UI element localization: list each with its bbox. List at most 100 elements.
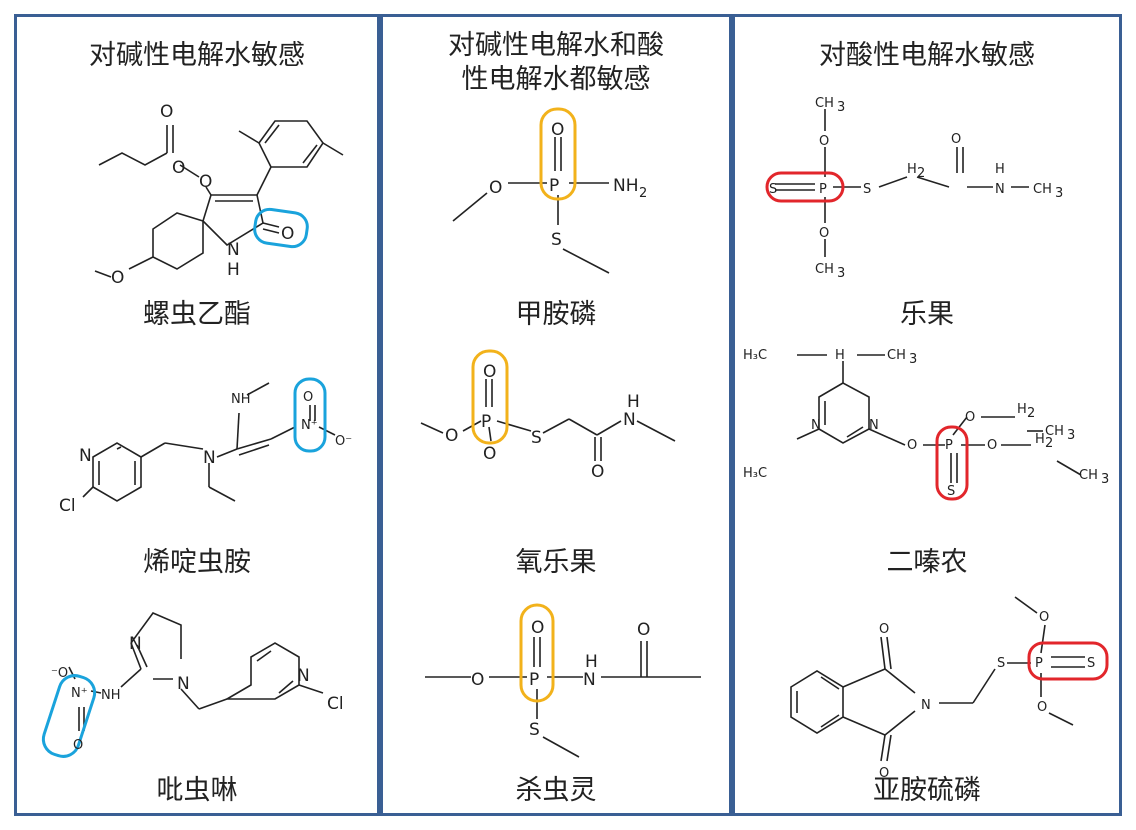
subscript-3: 3 — [1101, 472, 1109, 487]
atom-H: H — [227, 260, 240, 280]
atom-H: H — [1017, 402, 1027, 417]
atom-P: P — [549, 176, 559, 196]
subscript-2: 2 — [917, 166, 925, 181]
compound-name-acephate: 杀虫灵 — [515, 775, 597, 806]
subscript-3: 3 — [909, 352, 917, 367]
atom-O: O — [819, 226, 829, 241]
atom-Cl: Cl — [59, 496, 76, 516]
atom-CH: CH — [887, 348, 906, 363]
atom-N: N — [583, 670, 596, 690]
atom-O: O — [951, 132, 961, 147]
atom-P: P — [1035, 656, 1043, 671]
structure-phosmet: O N O S P S O O — [790, 596, 1109, 781]
compound-name-imidacloprid: 吡虫啉 — [156, 775, 238, 806]
atom-NH: NH — [231, 392, 251, 407]
atom-O: O — [551, 120, 564, 140]
atom-N: N — [811, 418, 821, 433]
atom-O: O — [73, 738, 83, 753]
P-O-highlight — [539, 107, 577, 201]
nitro-highlight — [293, 377, 327, 453]
atom-N: N — [129, 634, 142, 654]
compound-name-dimethoate: 乐果 — [900, 299, 954, 330]
atom-P: P — [819, 182, 827, 197]
atom-P: P — [945, 438, 953, 453]
atom-CH: CH — [815, 96, 834, 111]
atom-O: O — [483, 362, 496, 382]
atom-O: O — [907, 438, 917, 453]
atom-H: H — [907, 162, 917, 177]
panel-title: 对碱性电解水敏感 — [89, 40, 305, 71]
atom-O: O — [637, 620, 650, 640]
atom-O: O — [531, 618, 544, 638]
atom-O: O — [199, 172, 212, 192]
atom-O: O — [471, 670, 484, 690]
carbonyl-highlight — [253, 207, 309, 249]
atom-O: O — [879, 622, 889, 637]
atom-S: S — [1087, 656, 1095, 671]
atom-H: H — [835, 348, 845, 363]
compound-name-spirotetramat: 螺虫乙酯 — [143, 299, 251, 330]
atom-O: O — [1037, 700, 1047, 715]
atom-S: S — [863, 182, 871, 197]
atom-O: O — [1039, 610, 1049, 625]
atom-S: S — [997, 656, 1005, 671]
atom-P: P — [481, 412, 491, 432]
atom-N: N — [177, 674, 190, 694]
atom-N: N — [297, 666, 310, 686]
atom-N: N — [623, 410, 636, 430]
P-S-highlight — [1027, 641, 1109, 681]
atom-minus-O: ⁻O — [51, 666, 68, 681]
atom-CH: CH — [815, 262, 834, 277]
phosmet-bonds — [790, 596, 1085, 762]
compound-name-diazinon: 二嗪农 — [886, 547, 968, 578]
omethoate-bonds — [420, 379, 676, 461]
atom-H: H — [1035, 432, 1045, 447]
panel-both-sensitive: 对碱性电解水和酸 性电解水都敏感 O P O S NH 2 甲胺磷 — [380, 14, 732, 816]
atom-O: O — [987, 438, 997, 453]
P-O-highlight — [519, 603, 555, 703]
atom-N-plus: N⁺ — [301, 418, 318, 433]
structure-methamidophos: O P O S NH 2 — [452, 107, 647, 274]
subscript-2: 2 — [1027, 406, 1035, 421]
atom-S: S — [529, 720, 540, 740]
compound-name-nitenpyram: 烯啶虫胺 — [143, 547, 251, 578]
atom-O: O — [172, 158, 185, 178]
spirotetramat-bonds — [94, 120, 344, 278]
structure-acephate: O P O N H O S — [425, 603, 701, 758]
atom-S: S — [531, 428, 542, 448]
subscript-3: 3 — [837, 266, 845, 281]
panel-alkaline-sensitive: 对碱性电解水敏感 O O — [14, 14, 380, 816]
atom-N: N — [227, 240, 240, 260]
atom-S: S — [769, 182, 777, 197]
structure-imidacloprid: N N NH N⁺ ⁻O O N Cl — [41, 612, 344, 758]
subscript-3: 3 — [1055, 186, 1063, 201]
compound-name-omethoate: 氧乐果 — [515, 547, 597, 578]
subscript-2: 2 — [1045, 436, 1053, 451]
subscript-3: 3 — [837, 100, 845, 115]
P-S-highlight — [935, 425, 969, 501]
atom-H: H — [995, 162, 1005, 177]
structure-spirotetramat: O O O O N H O — [94, 102, 344, 288]
atom-CH: CH — [1045, 424, 1064, 439]
atom-O: O — [879, 766, 889, 781]
atom-O: O — [819, 134, 829, 149]
atom-P: P — [529, 670, 539, 690]
nitro-highlight — [41, 674, 97, 758]
atom-N: N — [203, 448, 216, 468]
structure-omethoate: O P O O S O N H — [420, 349, 676, 482]
structure-nitenpyram: N Cl N NH O N⁺ O⁻ — [59, 377, 352, 516]
subscript-2: 2 — [639, 186, 647, 201]
panel-title-line2: 性电解水都敏感 — [461, 64, 651, 95]
atom-O: O — [445, 426, 458, 446]
panel-title: 对酸性电解水敏感 — [819, 40, 1035, 71]
diazinon-bonds — [796, 354, 1082, 483]
atom-H3C: H₃C — [743, 466, 767, 481]
structure-dimethoate: CH 3 O S P S O CH 3 H 2 O N H CH 3 — [765, 96, 1063, 281]
atom-NH: NH — [101, 688, 121, 703]
atom-N: N — [79, 446, 92, 466]
subscript-3: 3 — [1067, 428, 1075, 443]
atom-H: H — [585, 652, 598, 672]
atom-O: O — [160, 102, 173, 122]
atom-O-minus: O⁻ — [335, 434, 352, 449]
atom-Cl: Cl — [327, 694, 344, 714]
